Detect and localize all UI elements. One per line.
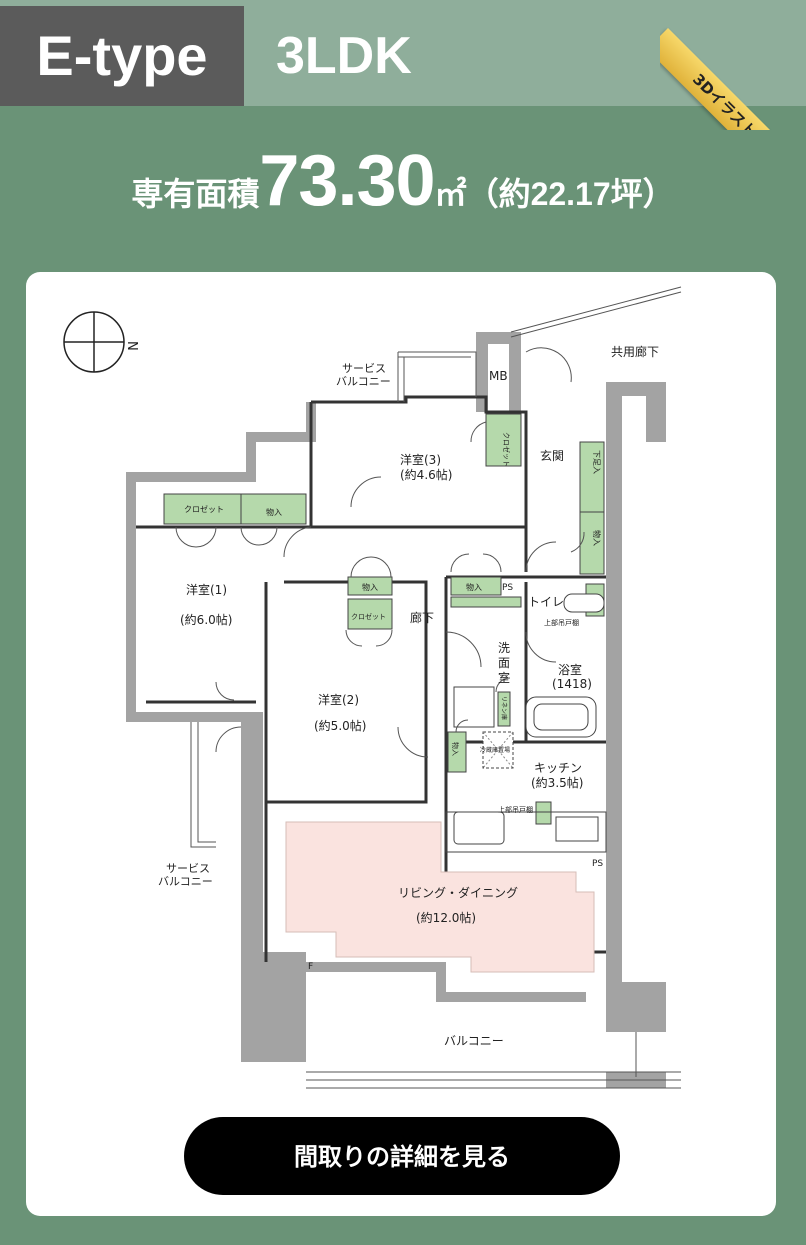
floor-area: 専有面積73.30㎡（約22.17坪）: [0, 140, 806, 222]
storage-entrance-box: [579, 511, 605, 575]
closet3-box: [485, 413, 522, 467]
storage-hall-box: [347, 576, 393, 596]
floorplan-diagram: N: [63, 286, 682, 1089]
type-label: E-type: [0, 6, 244, 106]
room2-label: 洋室(2): [318, 692, 359, 707]
toilet-cabinet-label: 上部吊戸棚: [544, 618, 579, 627]
closet3-label: クロゼット: [502, 432, 511, 467]
kitchen-cabinet-label: 上部吊戸棚: [498, 805, 533, 814]
corner-ribbon: 3Dイラスト: [660, 0, 806, 130]
fridge-label: 冷蔵庫置場: [480, 746, 510, 754]
area-label: 専有面積: [131, 176, 260, 212]
area-value: 73.30: [259, 141, 435, 221]
toilet-label: トイレ: [528, 595, 564, 609]
bathtub: [525, 696, 597, 738]
3d-illustration-badge: 3Dイラスト: [660, 28, 803, 130]
railings: [190, 286, 682, 1089]
storage-entrance-label: 物入: [592, 530, 602, 546]
kitchen-sink: [453, 811, 505, 845]
storage1-label: 物入: [266, 507, 282, 517]
storage-hall-label: 物入: [362, 582, 378, 592]
service-balcony-top-2: バルコニー: [336, 375, 391, 388]
ldk-label: リビング・ダイニング: [398, 885, 518, 900]
kitchen-label: キッチン: [534, 761, 582, 775]
ldk-area: [285, 821, 595, 973]
room1-label: 洋室(1): [186, 582, 227, 597]
storage-wash-box: [450, 576, 502, 596]
service-balcony-top-1: サービス: [342, 362, 386, 375]
area-tsubo: （約22.17坪）: [466, 176, 675, 212]
f-mark: F: [308, 962, 313, 972]
stove: [555, 816, 599, 842]
shoebox-box: [579, 441, 605, 513]
kitchen-size: (約3.5帖): [531, 775, 583, 790]
room3-label: 洋室(3): [400, 452, 441, 467]
service-balcony-left-2: バルコニー: [158, 875, 213, 888]
room2-size: (約5.0帖): [314, 718, 366, 733]
linen-label: リネン庫: [500, 696, 508, 720]
room3-size: (約4.6帖): [400, 467, 452, 482]
floorplan-card: N: [26, 272, 776, 1216]
fridge-space: [482, 731, 514, 769]
ps1-label: PS: [502, 583, 513, 593]
compass-n: N: [124, 341, 139, 351]
area-unit: ㎡: [434, 176, 467, 212]
room1-size: (約6.0帖): [180, 612, 232, 627]
toilet-fixture: [563, 593, 605, 613]
washroom-2: 面: [498, 656, 510, 670]
ps2-label: PS: [592, 859, 603, 869]
storage-kitchen-box: [447, 731, 467, 773]
balcony-label: バルコニー: [444, 1034, 504, 1048]
washroom-1: 洗: [498, 641, 510, 655]
storage-wash-label: 物入: [466, 582, 482, 592]
doors: [175, 347, 585, 758]
closet2-label: クロゼット: [351, 612, 386, 621]
bathroom-label: 浴室: [558, 662, 582, 677]
view-floorplan-details-button[interactable]: 間取りの詳細を見る: [184, 1117, 620, 1195]
closet1-label: クロゼット: [184, 504, 224, 514]
closet2-box: [347, 598, 393, 630]
ldk-size: (約12.0帖): [416, 910, 476, 925]
bathroom-size: (1418): [552, 677, 592, 691]
closet1-box: [163, 493, 307, 525]
common-corridor-label: 共用廊下: [611, 344, 659, 359]
compass-icon: N: [63, 311, 139, 373]
shoebox-label: 下足入: [592, 450, 601, 474]
storage-kitchen-label: 物入: [451, 742, 460, 756]
linen-box: [497, 691, 511, 727]
walls: [126, 332, 666, 1088]
layout-name: 3LDK: [276, 27, 412, 85]
mb-label: MB: [489, 369, 508, 383]
hallway-label: 廊下: [410, 610, 434, 625]
entrance-label: 玄関: [540, 448, 564, 463]
washroom-3: 室: [498, 670, 510, 685]
service-balcony-left-1: サービス: [166, 862, 210, 875]
